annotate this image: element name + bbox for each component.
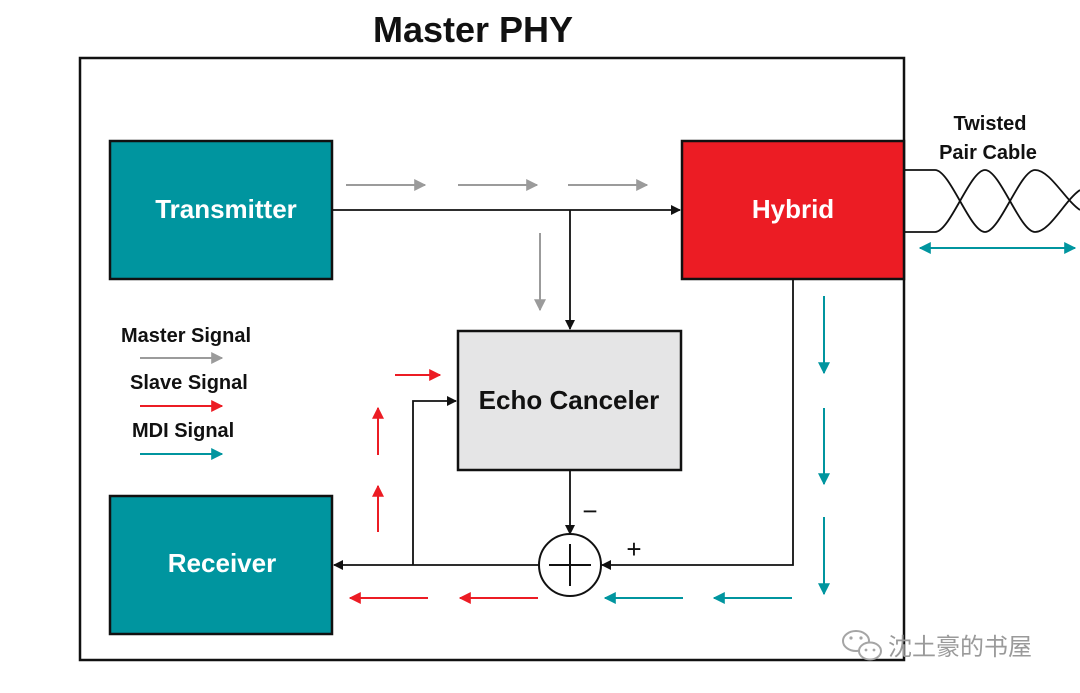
legend-slave-label: Slave Signal [130,372,248,394]
receiver-label: Receiver [168,548,276,578]
hybrid-label: Hybrid [752,194,834,224]
mdi-signal-arrows [603,296,830,604]
legend-master-label: Master Signal [121,325,251,347]
hybrid-block: Hybrid [680,139,906,281]
watermark-text: 沈土豪的书屋 [888,633,1032,661]
echo-canceler-block: Echo Canceler [456,329,683,472]
legend-mdi-label: MDI Signal [132,420,234,442]
master-signal-arrows [346,179,649,312]
slave-signal-arrows [348,369,538,604]
watermark: 沈土豪的书屋 [842,630,1032,661]
twisted-pair-cable [904,169,1080,233]
receiver-feedback-line [412,396,457,565]
diagram-title: Master PHY [373,9,573,50]
legend: Master Signal Slave Signal MDI Signal [121,325,251,460]
signal-paths [332,205,794,570]
hybrid-to-summer-line [601,279,794,570]
receiver-block: Receiver [108,494,334,636]
transmitter-block: Transmitter [108,139,334,281]
summing-junction [538,533,602,597]
echo-canceler-label: Echo Canceler [479,385,660,415]
minus-sign: − [582,496,597,526]
wechat-icon [842,630,882,661]
phy-boundary [78,56,906,662]
cable-label-line2: Pair Cable [939,142,1037,164]
plus-sign: + [626,534,641,564]
cable-label-line1: Twisted [954,113,1027,135]
transmitter-label: Transmitter [155,194,297,224]
